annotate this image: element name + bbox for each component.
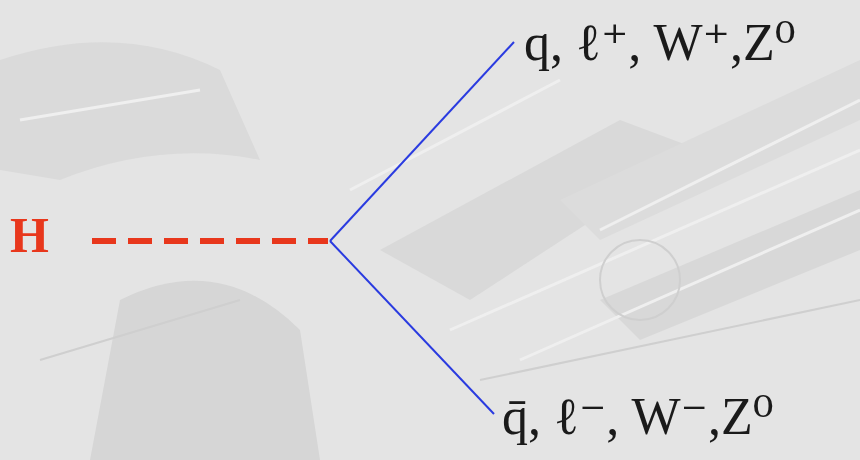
- outgoing-particle-line: [330, 42, 514, 241]
- outgoing-antiparticle-line: [330, 241, 494, 414]
- particle-label: H: [10, 208, 49, 263]
- higgs-propagator: [92, 238, 328, 244]
- decay-products-label: q, ℓ⁺, W⁺,Z⁰: [524, 14, 796, 71]
- decay-products-label: q̄, ℓ⁻, W⁻,Z⁰: [502, 388, 774, 445]
